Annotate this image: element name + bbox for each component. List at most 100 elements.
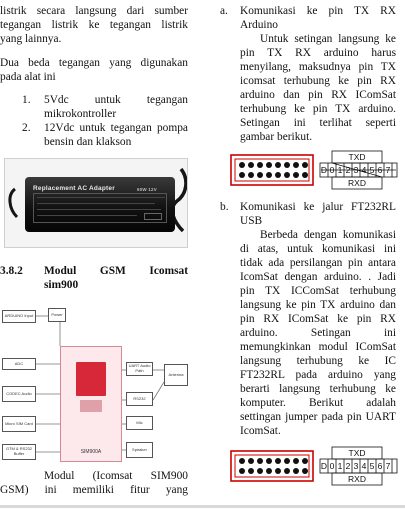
para-a-line-2: pin TX RX arduino harus: [240, 47, 396, 59]
adapter-spec-line: [37, 197, 165, 198]
para-b-line-1: Berbeda dengan komunikasi: [260, 229, 396, 241]
intro-line-1: listrik secara langsung dari sumber: [0, 5, 188, 17]
pin-number: 6: [377, 461, 383, 471]
para-a-line-7: Setingan ini terlihat seperti: [240, 117, 396, 129]
para-b-line-9: memungkinkan modul IComSat: [240, 341, 396, 353]
para-b-line-15: IcomSat.: [240, 425, 281, 437]
caption-line-2: GSM) ini memiliki fitur yang: [0, 484, 188, 496]
ac-adapter-photo: Replacement AC Adapter 60W 12V: [4, 158, 188, 248]
block-power: Power: [48, 308, 66, 322]
block-speaker: Speaker: [126, 442, 153, 458]
adapter-rating: 60W 12V: [137, 187, 157, 192]
certification-marks-icon: [144, 213, 162, 220]
block-adc: ADC: [2, 358, 36, 370]
item-b-title-line-2: USB: [240, 215, 263, 227]
item-a-title-line-2: Arduino: [240, 19, 278, 31]
item-b-title-line-1: Komunikasi ke jalur FT232RL: [240, 201, 396, 213]
jumper-header-icon: [230, 446, 398, 486]
block-codec: CODEC Audio: [2, 386, 36, 402]
pin-number: 5: [369, 165, 375, 175]
para-b-line-12: berarti langsung terhubung ke: [240, 383, 396, 395]
intro-line-2: tegangan listrik ke tegangan listrik: [0, 19, 188, 31]
pin-number: 2: [345, 165, 351, 175]
jumper-header-icon: [230, 150, 398, 190]
list-item-2-line-2: bensin dan klakson: [44, 136, 132, 148]
adapter-cable-icon: [8, 167, 187, 233]
block-uart: UART Audio Path: [126, 362, 153, 376]
pin-number: 2: [345, 461, 351, 471]
para-b-line-14: settingan jumper pada pin UART: [240, 411, 396, 423]
list-number-1: 1.: [22, 94, 31, 106]
pin-number: 3: [353, 461, 359, 471]
pin-number: 6: [377, 165, 383, 175]
adapter-spec-line: [37, 215, 137, 216]
list-number-2: 2.: [22, 122, 31, 134]
sim900-block-diagram: ARDUINO Input Power ADC CODEC Audio Micr…: [0, 300, 188, 468]
pin-number: D: [320, 165, 328, 175]
item-a-title-line-1: Komunikasi ke pin TX RX: [240, 5, 396, 17]
para-b-line-2: di atas, untuk komunikasi ini: [240, 243, 396, 255]
block-mic: Mic: [126, 416, 153, 430]
block-rs232: RS232: [126, 392, 153, 406]
para-b-line-4: IcomSat dengan arduino. . Jadi: [240, 271, 396, 283]
pin-number: 0: [329, 461, 335, 471]
chip-module-icon: [80, 400, 102, 412]
jumper-pin-numbers: D 0 1 2 3 4 5 6 7: [320, 163, 398, 177]
jumper-figure-straight: TXD RXD D 0 1 2 3 4 5 6 7: [230, 446, 398, 486]
voltage-intro-line-2: pada alat ini: [0, 71, 56, 83]
para-a-line-8: gambar berikut.: [240, 131, 313, 143]
list-item-1-line-2: mikrokontroller: [44, 108, 117, 120]
pin-number: 1: [337, 165, 343, 175]
sim900-chip-icon: [76, 362, 106, 396]
jumper-rxd-label: RXD: [348, 474, 366, 484]
adapter-label: Replacement AC Adapter: [33, 185, 115, 192]
pin-number: 0: [329, 165, 335, 175]
page-bottom-rule: [0, 505, 405, 508]
block-sim-card: Micro SIM Card: [2, 416, 36, 432]
pin-number: 4: [361, 165, 367, 175]
para-b-line-10: langsung terhubung ke IC: [240, 355, 396, 367]
pin-number: 7: [385, 461, 391, 471]
adapter-body: Replacement AC Adapter 60W 12V: [25, 177, 175, 232]
intro-line-3: yang lainnya.: [0, 33, 62, 45]
adapter-spec-line: [37, 203, 155, 204]
item-b-label: b.: [220, 201, 229, 213]
block-antenna: Antenna: [164, 364, 188, 386]
pin-number: 4: [361, 461, 367, 471]
pin-number: 7: [385, 165, 391, 175]
diagram-connectors: [36, 315, 165, 453]
para-b-line-8: arduino. Setingan ini: [240, 327, 396, 339]
section-number: 3.8.2: [0, 265, 23, 277]
para-a-line-1: Untuk setingan langsung ke: [260, 33, 396, 45]
para-b-line-3: tidak ada persilangan pin antara: [240, 257, 396, 269]
para-b-line-11: FT232RL pada arduino yang: [240, 369, 396, 381]
section-title-line-1: Modul GSM Icomsat: [44, 265, 188, 277]
para-a-line-4: icomsat terhubung ke pin RX: [240, 75, 396, 87]
jumper-pin-numbers: D 0 1 2 3 4 5 6 7: [320, 459, 398, 473]
para-b-line-7: pin RX IComSat ke pin RX: [240, 313, 396, 325]
caption-line-1: Modul (Icomsat SIM900: [44, 470, 188, 482]
para-b-line-5: pin TX ICComSat terhubung: [240, 285, 396, 297]
section-title-line-2: sim900: [44, 279, 79, 291]
adapter-spec-line: [37, 209, 161, 210]
jumper-rxd-label: RXD: [348, 178, 366, 188]
voltage-intro-line-1: Dua beda tegangan yang digunakan: [0, 57, 188, 69]
block-gtm-buffer: GTM & RS232 Buffer: [2, 444, 36, 460]
item-a-label: a.: [220, 5, 228, 17]
para-b-line-13: komputer. Berikut adalah: [240, 397, 396, 409]
list-item-2-line-1: 12Vdc untuk tegangan pompa: [44, 122, 188, 134]
para-a-line-3: menyilang, maksudnya pin TX: [240, 61, 396, 73]
list-item-1-line-1: 5Vdc untuk tegangan: [44, 94, 188, 106]
para-a-line-5: arduino dan pin RX IComSat: [240, 89, 396, 101]
pin-number: 3: [353, 165, 359, 175]
jumper-txd-label: TXD: [348, 152, 366, 162]
para-a-line-6: terhubung ke pin TX arduino.: [240, 103, 396, 115]
para-b-line-6: langsung ke pin TX arduino dan: [240, 299, 396, 311]
pin-number: 1: [337, 461, 343, 471]
adapter-spec-box: [33, 193, 167, 223]
jumper-txd-label: TXD: [348, 448, 366, 458]
pin-number: 5: [369, 461, 375, 471]
jumper-figure-crossed: TXD RXD D 0 1 2 3 4 5 6 7: [230, 150, 398, 190]
pin-number: D: [320, 461, 328, 471]
block-arduino-input: ARDUINO Input: [2, 310, 36, 323]
